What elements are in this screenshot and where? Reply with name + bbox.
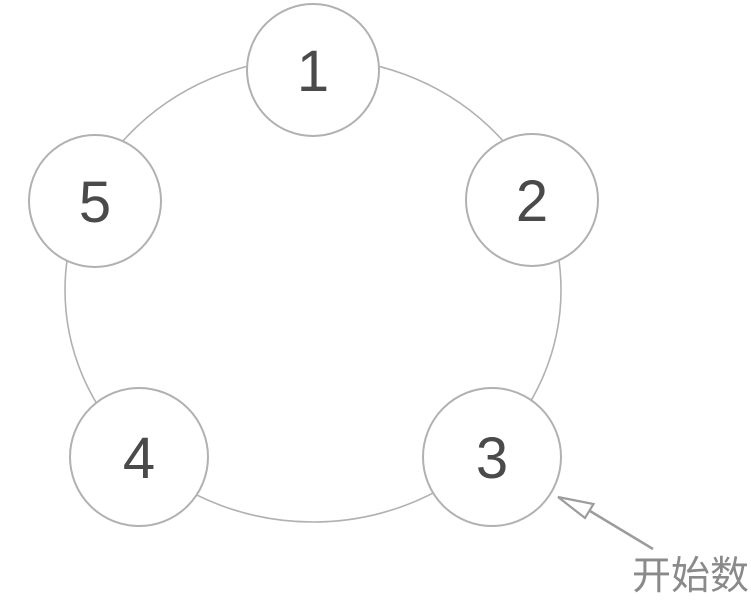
node-label-2: 2	[516, 169, 548, 234]
node-circle-1	[246, 3, 380, 137]
node-2: 2	[465, 133, 599, 267]
node-label-5: 5	[79, 170, 111, 235]
node-label-3: 3	[476, 426, 508, 491]
node-1: 1	[246, 3, 380, 137]
arrow-shaft	[589, 509, 654, 551]
node-circle-4	[69, 387, 209, 527]
node-label-1: 1	[297, 39, 329, 104]
node-circle-3	[422, 387, 562, 527]
start-arrow-icon	[557, 495, 654, 551]
node-3: 3	[422, 387, 562, 527]
annotation-start-label: 开始数	[632, 555, 749, 598]
node-4: 4	[69, 387, 209, 527]
arrow-head-icon	[557, 495, 596, 520]
node-label-4: 4	[123, 426, 155, 491]
node-circle-5	[28, 134, 162, 268]
node-5: 5	[28, 134, 162, 268]
node-circle-2	[465, 133, 599, 267]
